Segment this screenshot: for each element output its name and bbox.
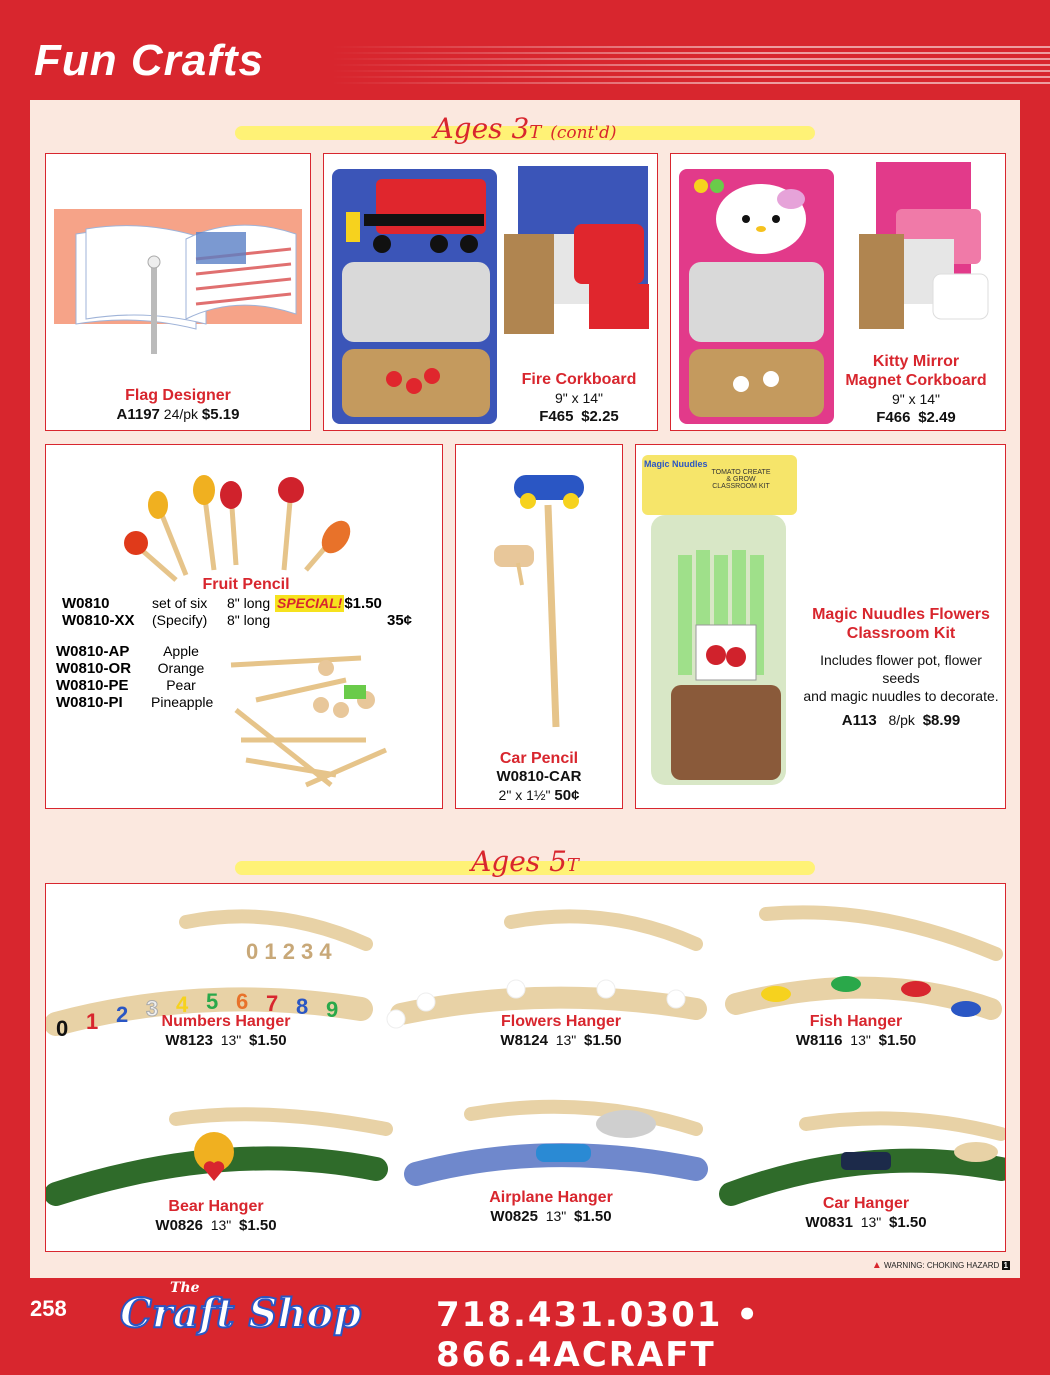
pencil-parts-image xyxy=(230,655,388,788)
page-title: Fun Crafts xyxy=(34,36,264,85)
svg-text:3: 3 xyxy=(146,996,158,1021)
hanger-caption-flowers[interactable]: Flowers Hanger W8124 13" $1.50 xyxy=(500,1013,622,1049)
svg-text:7: 7 xyxy=(266,991,278,1016)
fire-corkboard-image xyxy=(332,166,649,424)
header-stripes xyxy=(330,46,1050,88)
product-price: $1.50 xyxy=(889,1214,927,1231)
warning-icon: ▲ xyxy=(871,1260,882,1271)
product-price: $2.25 xyxy=(581,408,619,425)
section-heading-ages-5: Ages 5T xyxy=(30,845,1020,878)
product-name: Car Pencil xyxy=(499,750,579,767)
svg-text:4: 4 xyxy=(176,992,189,1017)
svg-text:6: 6 xyxy=(236,989,248,1014)
product-car-pencil[interactable]: Car Pencil W0810-CAR 2" x 1½" 50¢ xyxy=(455,444,623,809)
kitty-mirror-image xyxy=(679,162,989,424)
warning-label: ▲ WARNING: CHOKING HAZARD 1 xyxy=(871,1260,1010,1271)
svg-text:0: 0 xyxy=(56,1016,68,1041)
flag-designer-image xyxy=(54,209,302,354)
hanger-caption-bear[interactable]: Bear Hanger W0826 13" $1.50 xyxy=(155,1198,277,1234)
catalog-panel: Ages 3T (cont'd) Flag Designer A1197 24/… xyxy=(30,100,1020,1278)
hanger-caption-fish[interactable]: Fish Hanger W8116 13" $1.50 xyxy=(795,1013,917,1049)
product-kitty-mirror[interactable]: Kitty Mirror Magnet Corkboard 9" x 14" F… xyxy=(670,153,1006,431)
svg-text:8: 8 xyxy=(296,994,308,1019)
phone-numbers: 718.431.0301 • 866.4ACRAFT xyxy=(436,1295,760,1375)
section-heading-ages-3: Ages 3T (cont'd) xyxy=(30,112,1020,145)
hanger-caption-numbers[interactable]: Numbers Hanger W8123 13" $1.50 xyxy=(161,1013,291,1049)
fruit-pencil-image xyxy=(124,475,351,582)
product-price: $8.99 xyxy=(922,712,961,729)
svg-text:0 1 2 3 4: 0 1 2 3 4 xyxy=(246,939,332,964)
special-badge: SPECIAL! xyxy=(275,595,345,612)
product-name: Flag Designer xyxy=(125,387,231,404)
product-price: $5.19 xyxy=(201,406,240,423)
fruit-row-0: W0810 set of six 8" long SPECIAL! $1.50 xyxy=(62,595,382,612)
nuudles-bag-image xyxy=(642,455,797,785)
product-price: $1.50 xyxy=(249,1032,287,1049)
product-price: $1.50 xyxy=(344,595,382,612)
product-name: Fruit Pencil xyxy=(202,576,290,593)
hanger-caption-car[interactable]: Car Hanger W0831 13" $1.50 xyxy=(805,1195,927,1231)
product-name: Fire Corkboard xyxy=(521,371,637,388)
product-magic-nuudles[interactable]: Magic Nuudles TOMATO CREATE & GROW CLASS… xyxy=(635,444,1006,809)
page-number: 258 xyxy=(30,1296,67,1321)
product-price: 35¢ xyxy=(387,612,413,629)
svg-text:1: 1 xyxy=(86,1009,98,1034)
product-name: Magic Nuudles Flowers xyxy=(812,606,990,623)
svg-text:5: 5 xyxy=(206,989,218,1014)
product-price: $1.50 xyxy=(584,1032,622,1049)
product-name: Kitty Mirror xyxy=(872,353,960,370)
svg-text:2: 2 xyxy=(116,1002,128,1027)
product-fire-corkboard[interactable]: Fire Corkboard 9" x 14" F465 $2.25 xyxy=(323,153,658,431)
product-fruit-pencil[interactable]: Fruit Pencil W0810 set of six 8" long SP… xyxy=(45,444,443,809)
product-price: $1.50 xyxy=(878,1032,917,1049)
product-flag-designer[interactable]: Flag Designer A1197 24/pk $5.19 xyxy=(45,153,311,431)
product-price: $1.50 xyxy=(239,1217,277,1234)
product-price: $1.50 xyxy=(574,1208,612,1225)
svg-text:9: 9 xyxy=(326,997,338,1022)
product-price: $2.49 xyxy=(918,409,956,426)
hanger-caption-airplane[interactable]: Airplane Hanger W0825 13" $1.50 xyxy=(489,1189,613,1225)
fruit-row-1: W0810-XX (Specify) 8" long 35¢ xyxy=(62,612,413,629)
car-pencil-image xyxy=(494,475,584,728)
product-price: 50¢ xyxy=(554,787,580,804)
